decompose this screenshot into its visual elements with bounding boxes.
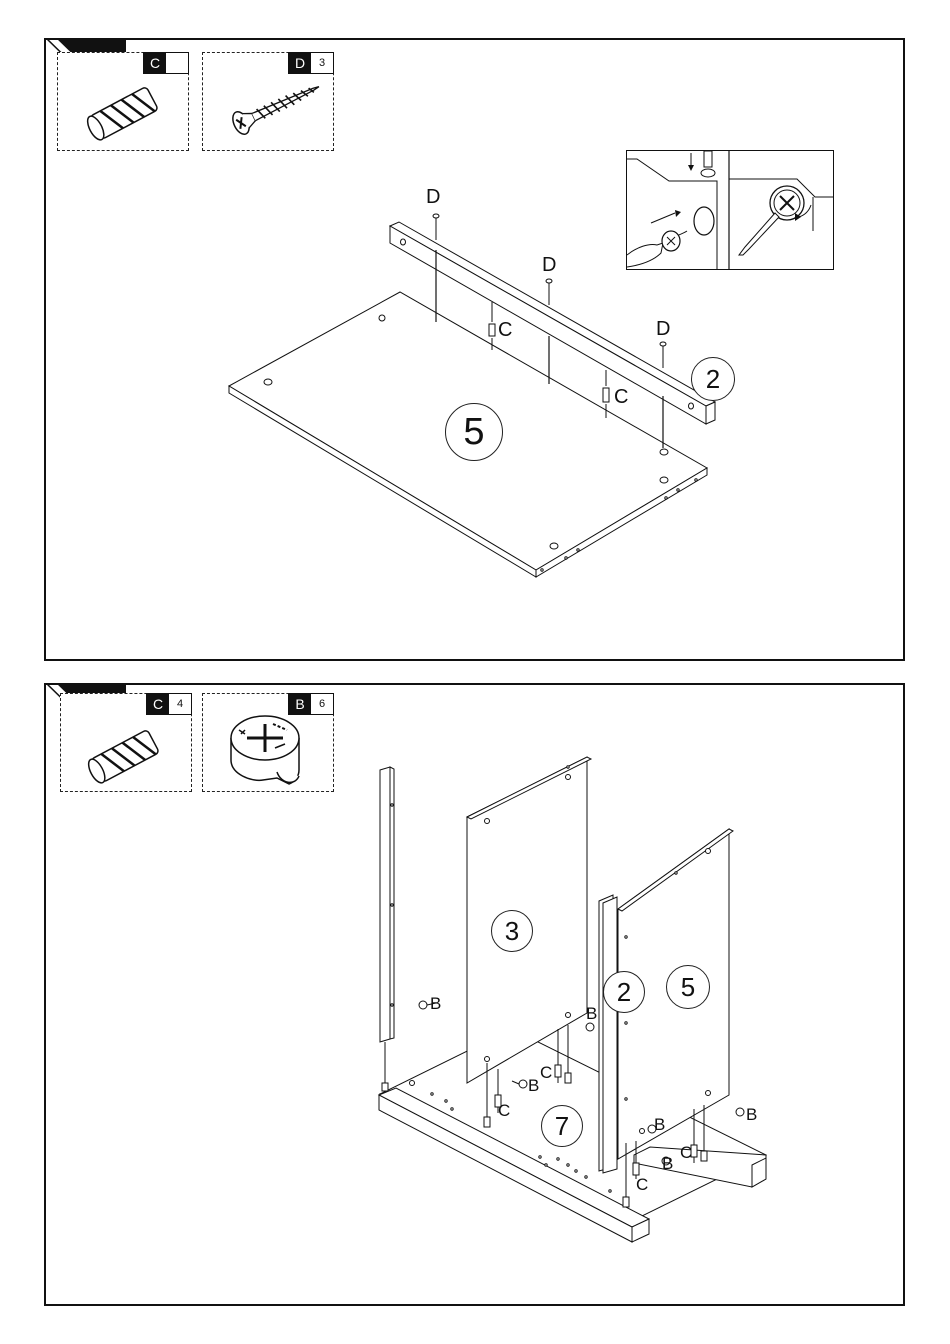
cam-lock-b bbox=[736, 1108, 744, 1116]
part-number: 3 bbox=[505, 916, 519, 947]
cam-lock-b bbox=[419, 1001, 427, 1009]
part-number-badge: 5 bbox=[666, 965, 710, 1009]
assembly-step-2-panel: C 4 B 6 bbox=[44, 683, 905, 1306]
cam-lock-b bbox=[586, 1023, 594, 1031]
assembly-step-1-panel: C D 3 bbox=[44, 38, 905, 661]
label-cam-lock-b: B bbox=[528, 1076, 539, 1096]
label-cam-lock-b: B bbox=[746, 1105, 757, 1125]
label-dowel-c: C bbox=[680, 1143, 692, 1163]
part-number: 5 bbox=[463, 411, 484, 454]
part-number-badge: 2 bbox=[603, 971, 645, 1013]
label-dowel-c: C bbox=[636, 1175, 648, 1195]
part-number: 2 bbox=[617, 977, 631, 1008]
back-post bbox=[380, 767, 390, 1042]
label-cam-lock-b: B bbox=[654, 1115, 665, 1135]
label-dowel-c: C bbox=[498, 1101, 510, 1121]
step2-assembly-drawing bbox=[46, 685, 905, 1306]
back-post-side bbox=[390, 767, 394, 1039]
rail-2-end bbox=[706, 402, 715, 424]
label-cam-lock-b: B bbox=[430, 994, 441, 1014]
part-number-badge: 5 bbox=[445, 403, 503, 461]
part-number: 7 bbox=[555, 1111, 569, 1142]
label-dowel-c: C bbox=[540, 1063, 552, 1083]
part-number-badge: 2 bbox=[691, 357, 735, 401]
label-dowel-c: C bbox=[498, 320, 512, 340]
dowel-c-1 bbox=[489, 302, 495, 350]
cam-lock-b bbox=[519, 1080, 527, 1088]
label-cam-lock-b: B bbox=[586, 1004, 597, 1024]
label-dowel-c: C bbox=[614, 387, 628, 407]
label-screw-d: D bbox=[656, 319, 670, 339]
part-number: 5 bbox=[681, 972, 695, 1003]
label-cam-lock-b: B bbox=[662, 1154, 673, 1174]
label-screw-d: D bbox=[542, 255, 556, 275]
label-screw-d: D bbox=[426, 187, 440, 207]
part-number-badge: 3 bbox=[491, 910, 533, 952]
step1-assembly-drawing bbox=[46, 40, 905, 661]
rail-2-panel-back bbox=[603, 897, 617, 1173]
part-number: 2 bbox=[706, 364, 720, 395]
part-number-badge: 7 bbox=[541, 1105, 583, 1147]
